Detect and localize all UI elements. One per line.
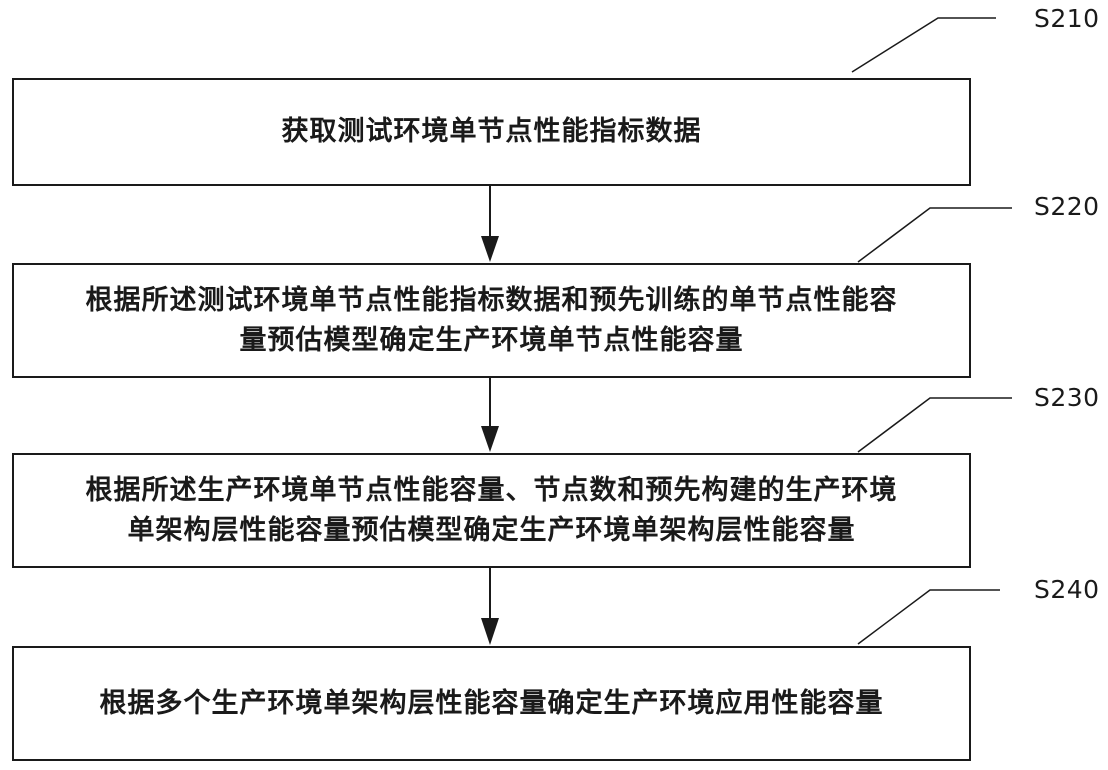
arrow-s230-to-s240 xyxy=(481,568,499,645)
arrow-s220-to-s230 xyxy=(481,378,499,452)
leader-line-s240 xyxy=(857,589,1000,645)
step-box-s210: 获取测试环境单节点性能指标数据 xyxy=(12,78,971,186)
arrow-s210-to-s220 xyxy=(481,186,499,262)
step-text-s220: 根据所述测试环境单节点性能指标数据和预先训练的单节点性能容 量预估模型确定生产环… xyxy=(85,284,898,356)
step-text-s230: 根据所述生产环境单节点性能容量、节点数和预先构建的生产环境 单架构层性能容量预估… xyxy=(85,474,898,546)
step-label-s240: S240 xyxy=(1034,575,1100,604)
step-label-s230: S230 xyxy=(1034,383,1100,412)
step-box-s230: 根据所述生产环境单节点性能容量、节点数和预先构建的生产环境 单架构层性能容量预估… xyxy=(12,453,971,568)
step-label-s220: S220 xyxy=(1034,192,1100,221)
leader-line-s230 xyxy=(857,397,1012,453)
step-box-s240: 根据多个生产环境单架构层性能容量确定生产环境应用性能容量 xyxy=(12,646,971,761)
step-label-s210: S210 xyxy=(1034,4,1100,33)
step-text-s210: 获取测试环境单节点性能指标数据 xyxy=(281,116,702,147)
leader-line-s210 xyxy=(851,17,996,73)
step-text-s240: 根据多个生产环境单架构层性能容量确定生产环境应用性能容量 xyxy=(99,687,884,719)
leader-line-s220 xyxy=(857,207,1012,263)
step-box-s220: 根据所述测试环境单节点性能指标数据和预先训练的单节点性能容 量预估模型确定生产环… xyxy=(12,263,971,378)
